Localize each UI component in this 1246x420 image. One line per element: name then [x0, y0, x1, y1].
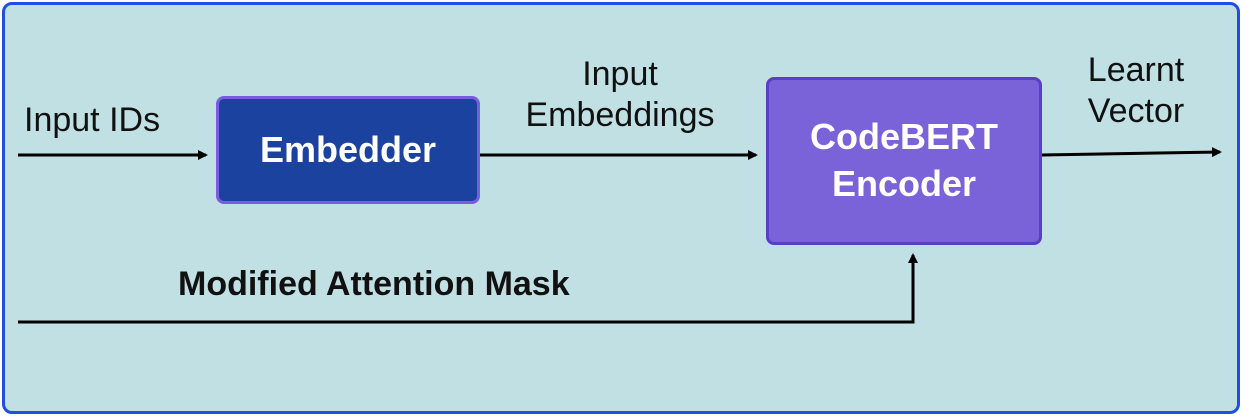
- input-embeddings-line2: Embeddings: [525, 95, 715, 134]
- input-embeddings-label: Input Embeddings: [498, 54, 742, 136]
- arrow-learnt-vector: [1041, 147, 1222, 158]
- encoder-label-line2: Encoder: [831, 163, 977, 204]
- learnt-vector-label: Learnt Vector: [1064, 50, 1208, 132]
- embedder-block: Embedder: [216, 96, 480, 204]
- learnt-vector-line1: Learnt: [1087, 51, 1185, 89]
- arrow-attention-mask: [18, 253, 918, 324]
- learnt-vector-line2: Vector: [1087, 91, 1185, 130]
- embedder-label: Embedder: [259, 128, 437, 170]
- encoder-label-line1: CodeBERT: [810, 116, 998, 158]
- attention-mask-label: Modified Attention Mask: [178, 265, 570, 303]
- input-ids-label: Input IDs: [24, 101, 161, 139]
- codebert-encoder-block: CodeBERT Encoder: [766, 77, 1042, 245]
- input-embeddings-line1: Input: [582, 55, 658, 93]
